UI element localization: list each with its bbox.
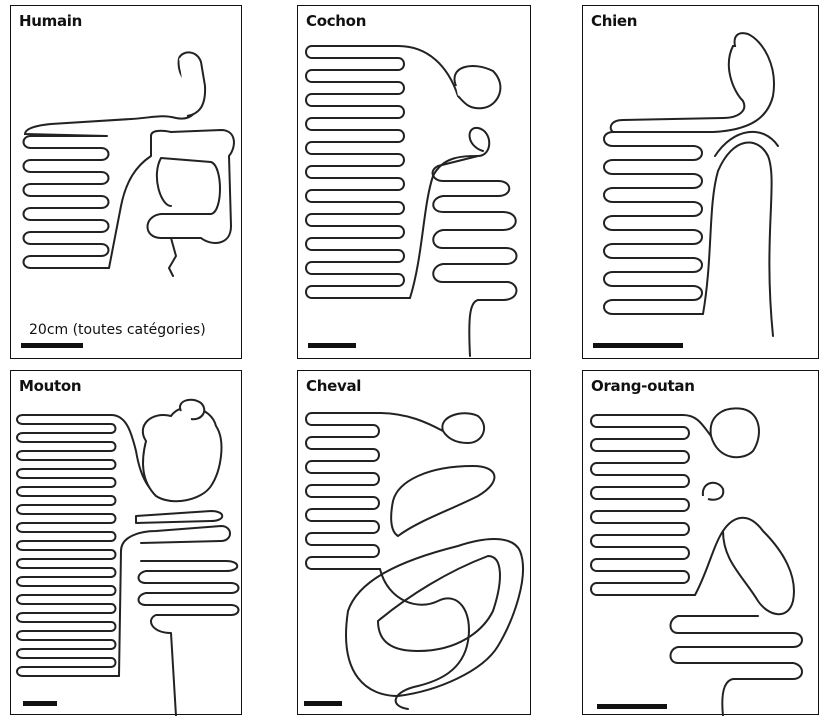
digestive-tract-drawing	[583, 6, 820, 360]
scale-bar	[21, 343, 83, 348]
panel-cheval: Cheval	[297, 370, 531, 715]
scale-bar	[593, 343, 683, 348]
digestive-tract-drawing	[11, 6, 243, 360]
panel-mouton: Mouton	[10, 370, 242, 715]
scale-bar	[597, 704, 667, 709]
panel-cochon: Cochon	[297, 5, 531, 359]
scale-bar	[304, 701, 342, 706]
scale-bar	[23, 701, 57, 706]
panel-humain: Humain 20cm (toutes catégories)	[10, 5, 242, 359]
panel-orang-outan: Orang-outan	[582, 370, 819, 715]
scale-label: 20cm (toutes catégories)	[29, 322, 206, 338]
panel-chien: Chien	[582, 5, 819, 359]
digestive-tract-drawing	[298, 6, 532, 360]
digestive-tract-drawing	[11, 371, 243, 716]
scale-bar	[308, 343, 356, 348]
digestive-tract-drawing	[583, 371, 820, 716]
digestive-tract-drawing	[298, 371, 532, 716]
